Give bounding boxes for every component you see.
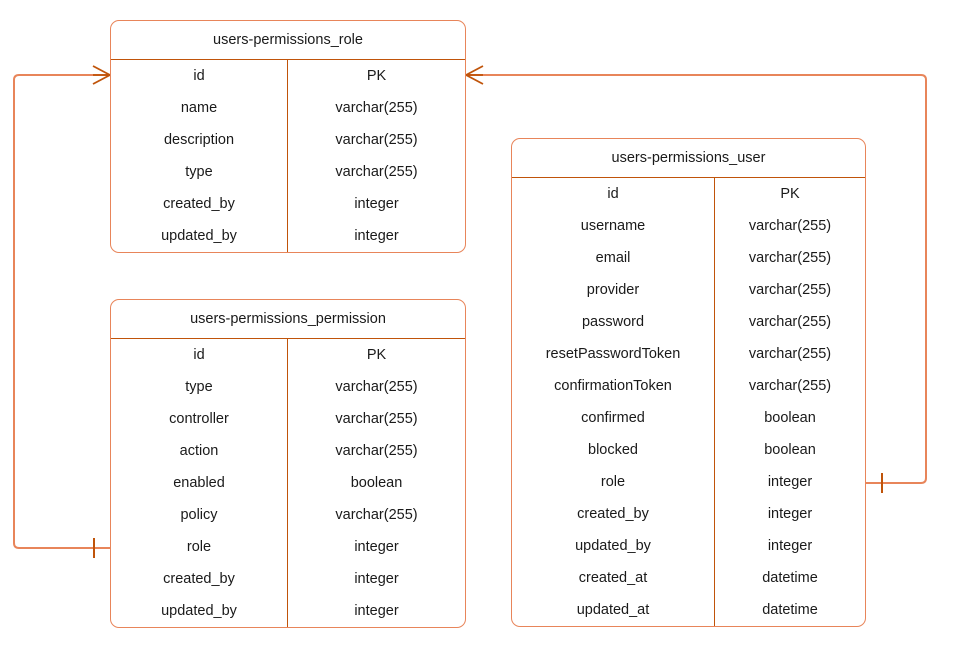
field-name: id <box>193 347 205 363</box>
field-name: role <box>186 539 212 555</box>
field-type: datetime <box>762 602 818 618</box>
entity-body-user: id username email provider password rese… <box>512 178 865 626</box>
field-name: created_by <box>163 571 235 587</box>
field-type: varchar(255) <box>748 378 832 394</box>
field-name: confirmationToken <box>554 378 672 394</box>
field-name: role <box>600 474 626 490</box>
field-type: varchar(255) <box>748 250 832 266</box>
field-name: policy <box>180 507 218 523</box>
field-type-column-permission: PK varchar(255) varchar(255) varchar(255… <box>288 339 465 627</box>
field-name: description <box>163 132 235 148</box>
field-name: action <box>179 443 219 459</box>
field-type: integer <box>767 506 813 522</box>
field-type: varchar(255) <box>748 218 832 234</box>
field-type: boolean <box>350 475 403 491</box>
field-type: boolean <box>764 410 816 426</box>
field-type: PK <box>366 68 387 84</box>
field-type: integer <box>354 196 399 212</box>
entity-users-permissions-role[interactable]: users-permissions_role id name descripti… <box>110 20 466 253</box>
field-type: varchar(255) <box>748 346 832 362</box>
entity-title-user: users-permissions_user <box>512 139 865 178</box>
field-type: integer <box>354 571 399 587</box>
field-name: type <box>185 379 213 395</box>
field-name: password <box>581 314 645 330</box>
field-name: created_at <box>578 570 648 586</box>
field-name: id <box>607 186 619 202</box>
field-name: id <box>193 68 205 84</box>
field-name: updated_by <box>575 538 651 554</box>
field-type: integer <box>354 539 399 555</box>
field-type: varchar(255) <box>335 100 418 116</box>
entity-users-permissions-permission[interactable]: users-permissions_permission id type con… <box>110 299 466 628</box>
field-type-column-user: PK varchar(255) varchar(255) varchar(255… <box>715 178 865 626</box>
field-type: varchar(255) <box>335 443 418 459</box>
field-type: varchar(255) <box>335 379 418 395</box>
field-name: confirmed <box>581 410 645 426</box>
field-name: resetPasswordToken <box>545 346 681 362</box>
field-type: integer <box>767 474 813 490</box>
field-type: varchar(255) <box>335 411 418 427</box>
crows-foot-icon-role-right <box>465 65 484 85</box>
crows-foot-icon-role-left <box>92 65 111 85</box>
field-name: updated_at <box>576 602 650 618</box>
field-type: integer <box>354 228 399 244</box>
field-name: email <box>595 250 631 266</box>
entity-body-role: id name description type created_by upda… <box>111 60 465 252</box>
entity-title-permission: users-permissions_permission <box>111 300 465 339</box>
field-name: updated_by <box>161 228 237 244</box>
entity-users-permissions-user[interactable]: users-permissions_user id username email… <box>511 138 866 627</box>
field-name: controller <box>169 411 229 427</box>
field-name: blocked <box>588 442 638 458</box>
field-type: varchar(255) <box>335 164 418 180</box>
field-type: varchar(255) <box>335 507 418 523</box>
field-type: varchar(255) <box>748 282 832 298</box>
field-name: username <box>580 218 646 234</box>
field-name-column-user: id username email provider password rese… <box>512 178 715 626</box>
field-name-column-permission: id type controller action enabled policy… <box>111 339 288 627</box>
entity-title-role: users-permissions_role <box>111 21 465 60</box>
field-name: created_by <box>163 196 235 212</box>
field-name-column-role: id name description type created_by upda… <box>111 60 288 252</box>
field-type: integer <box>354 603 399 619</box>
field-type: varchar(255) <box>748 314 832 330</box>
field-name: provider <box>586 282 640 298</box>
field-type: varchar(255) <box>335 132 418 148</box>
field-type-column-role: PK varchar(255) varchar(255) varchar(255… <box>288 60 465 252</box>
field-type: integer <box>767 538 813 554</box>
field-name: created_by <box>577 506 649 522</box>
field-name: name <box>180 100 218 116</box>
field-type: datetime <box>762 570 818 586</box>
field-name: enabled <box>173 475 225 491</box>
field-type: PK <box>780 186 800 202</box>
field-name: type <box>185 164 213 180</box>
field-type: boolean <box>764 442 816 458</box>
field-type: PK <box>366 347 387 363</box>
relationship-line-permission-role <box>13 74 110 549</box>
entity-body-permission: id type controller action enabled policy… <box>111 339 465 627</box>
relationship-permission-role <box>13 65 111 558</box>
field-name: updated_by <box>161 603 237 619</box>
